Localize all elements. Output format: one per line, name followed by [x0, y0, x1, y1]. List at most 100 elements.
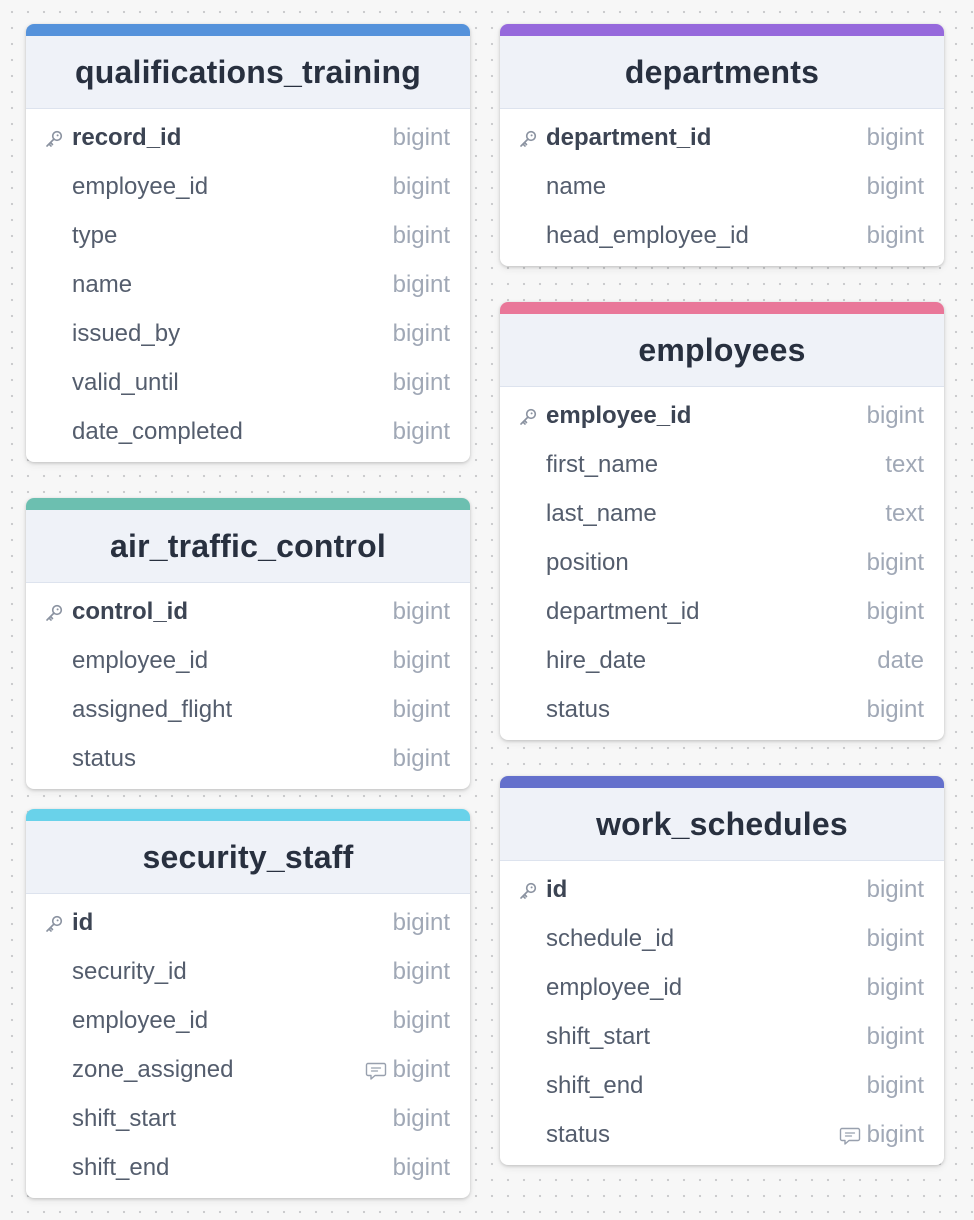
column-type: bigint: [392, 1055, 450, 1083]
column-meta: bigint: [393, 418, 450, 446]
column-name: type: [72, 221, 118, 249]
column-meta: bigint: [867, 925, 924, 953]
column-meta: bigint: [839, 1121, 924, 1149]
comment-icon[interactable]: [839, 1124, 861, 1146]
column-meta: text: [885, 451, 924, 479]
comment-icon[interactable]: [365, 1059, 387, 1081]
column-type: bigint: [866, 1022, 924, 1050]
table-color-bar: [500, 302, 944, 314]
table-header[interactable]: work_schedules: [500, 788, 944, 861]
column-meta: bigint: [867, 1072, 924, 1100]
column-name: date_completed: [72, 417, 243, 445]
column-meta: bigint: [393, 958, 450, 986]
column-name: employee_id: [72, 172, 209, 200]
table-color-bar: [500, 24, 944, 36]
column-meta: bigint: [393, 222, 450, 250]
column-row[interactable]: type bigint: [26, 211, 470, 260]
column-name: first_name: [546, 450, 659, 478]
column-type: text: [885, 450, 924, 478]
column-name: employee_id: [546, 973, 683, 1001]
column-meta: bigint: [393, 271, 450, 299]
column-meta: bigint: [393, 598, 450, 626]
table-header[interactable]: employees: [500, 314, 944, 387]
table-header[interactable]: security_staff: [26, 821, 470, 894]
column-row[interactable]: department_id bigint: [500, 113, 944, 162]
column-row[interactable]: employee_id bigint: [500, 963, 944, 1012]
column-name: issued_by: [72, 319, 181, 347]
column-name: assigned_flight: [72, 695, 233, 723]
column-type: bigint: [866, 401, 924, 429]
column-type: text: [885, 499, 924, 527]
column-row[interactable]: shift_start bigint: [26, 1094, 470, 1143]
column-type: bigint: [392, 270, 450, 298]
table-color-bar: [500, 776, 944, 788]
column-type: bigint: [392, 957, 450, 985]
column-meta: bigint: [867, 974, 924, 1002]
column-type: bigint: [392, 646, 450, 674]
table-header[interactable]: departments: [500, 36, 944, 109]
primary-key-icon: [518, 129, 538, 149]
column-meta: bigint: [393, 1105, 450, 1133]
column-type: bigint: [866, 548, 924, 576]
column-row[interactable]: date_completed bigint: [26, 407, 470, 456]
column-type: bigint: [866, 597, 924, 625]
column-type: bigint: [392, 1153, 450, 1181]
table-title: work_schedules: [596, 805, 848, 842]
column-type: bigint: [866, 123, 924, 151]
column-row[interactable]: first_name text: [500, 440, 944, 489]
column-type: bigint: [866, 1120, 924, 1148]
column-name: status: [72, 744, 137, 772]
column-name: id: [72, 908, 94, 936]
column-row[interactable]: assigned_flight bigint: [26, 685, 470, 734]
primary-key-icon: [518, 881, 538, 901]
column-name: status: [546, 695, 611, 723]
column-meta: bigint: [393, 745, 450, 773]
column-meta: bigint: [393, 696, 450, 724]
column-type: bigint: [866, 1071, 924, 1099]
column-name: department_id: [546, 123, 712, 151]
column-row[interactable]: security_id bigint: [26, 947, 470, 996]
column-row[interactable]: status bigint: [26, 734, 470, 783]
primary-key-icon: [44, 129, 64, 149]
column-meta: bigint: [867, 549, 924, 577]
column-name: employee_id: [72, 1006, 209, 1034]
table-header[interactable]: air_traffic_control: [26, 510, 470, 583]
column-name: shift_start: [72, 1104, 177, 1132]
column-name: security_id: [72, 957, 187, 985]
column-meta: bigint: [867, 124, 924, 152]
table-header[interactable]: qualifications_training: [26, 36, 470, 109]
